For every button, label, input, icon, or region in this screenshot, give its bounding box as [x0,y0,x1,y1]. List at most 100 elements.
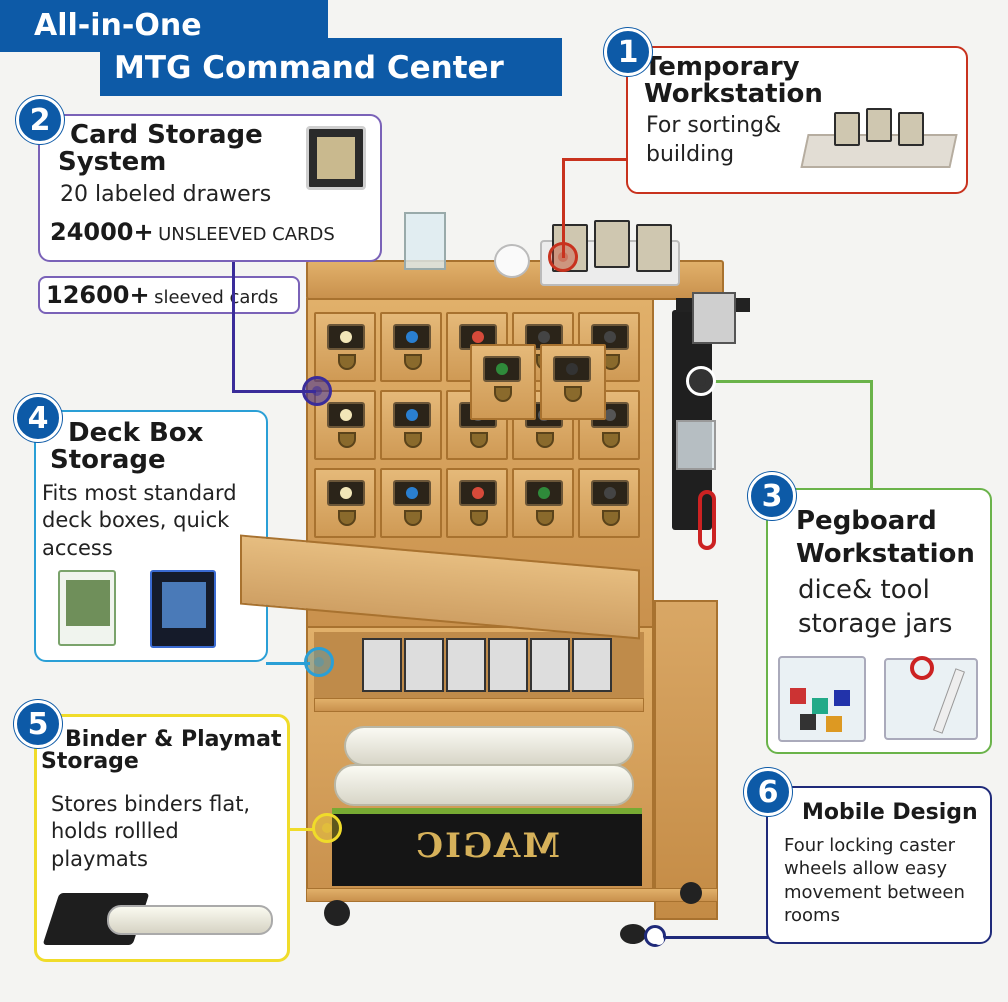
badge-2: 2 [16,96,64,144]
rolled-playmat-image [107,905,273,935]
binder-box-logo: MAGIC [413,826,561,866]
unsleeved-capacity: 24000+ UNSLEEVED CARDS [50,220,335,245]
feature-description: For sorting& building [646,112,781,169]
deck-box [530,638,570,692]
feature-title-line: Workstation [796,538,975,569]
callout-binder-playmat-storage: Binder & Playmat Storage Stores binders … [34,714,290,962]
open-drawer [540,344,606,420]
callout-dot-4 [304,647,334,677]
callout-deck-box-storage: Deck Box Storage Fits most standard deck… [34,410,268,662]
drawer [380,468,442,538]
rolled-playmat [344,726,634,766]
feature-title: Card Storage System [58,122,263,175]
badge-5: 5 [14,700,62,748]
stat-value: 24000+ [50,218,154,246]
feature-title-line: Binder & Playmat [65,727,282,752]
feature-desc-line: Fits most standard [42,481,237,505]
deck-box [404,638,444,692]
badge-6: 6 [744,768,792,816]
feature-desc-line: dice& tool [798,575,930,605]
drawer [446,468,508,538]
feature-title: Binder & Playmat Storage [41,727,282,775]
feature-desc-line: holds rollled [51,819,179,844]
pegboard-cards [692,292,736,344]
sleeved-capacity: 12600+ sleeved cards [46,283,278,308]
feature-title-line: Pegboard [796,506,937,536]
callout-mobile-design: Mobile Design Four locking caster wheels… [766,786,992,944]
dice-jar-image [778,656,866,742]
badge-4: 4 [14,394,62,442]
feature-title-line: Card Storage [70,120,263,150]
feature-description: Fits most standard deck boxes, quick acc… [42,480,237,562]
drawer [314,468,376,538]
badge-3: 3 [748,472,796,520]
connector-line-4 [266,662,310,665]
callout-dot-3 [686,366,716,396]
caster-wheel [324,900,350,926]
connector-line-2 [232,390,316,393]
feature-desc-line: For sorting& [646,113,782,138]
drawer [512,468,574,538]
feature-desc-line: Stores binders flat, [51,792,251,816]
shelf-divider [314,698,644,712]
callout-card-storage: Card Storage System 20 labeled drawers 2… [38,114,382,262]
connector-line-3 [710,380,872,383]
feature-desc-line: Four locking caster [784,835,955,856]
top-card [594,220,630,268]
feature-desc-line: building [646,141,735,167]
sleeved-capacity-box: 12600+ sleeved cards [38,276,300,314]
feature-desc-line: movement between [784,881,965,903]
right-side-panel [654,600,718,920]
callout-dot-1 [548,242,578,272]
feature-title-line: Storage [50,444,166,475]
feature-title-line: Workstation [644,78,823,109]
caster-wheel [620,924,646,944]
deck-box-top [404,212,446,270]
connector-line-1 [562,158,628,161]
feature-desc-line: deck boxes, quick [42,508,230,533]
sorting-tray-image [800,104,958,172]
deck-box [362,638,402,692]
feature-desc-line: storage jars [798,608,953,639]
deck-box [572,638,612,692]
stat-label: sleeved cards [154,287,279,308]
feature-title-line: Storage [41,749,139,775]
drawer [380,312,442,382]
callout-temporary-workstation: Temporary Workstation For sorting& build… [626,46,968,194]
title-banner-line2: MTG Command Center [100,38,562,96]
feature-title: Mobile Design [802,800,978,825]
drawer [314,312,376,382]
tape-roll [494,244,530,278]
feature-description: 20 labeled drawers [60,182,272,207]
scissors-icon [698,490,716,550]
feature-title-line: Temporary [644,52,800,82]
feature-title-line: Deck Box [68,418,204,448]
drawer [578,468,640,538]
feature-title: Temporary Workstation [644,54,823,107]
feature-description: Stores binders flat, holds rollled playm… [51,791,250,873]
feature-desc-line: access [42,535,113,560]
pegboard-jar [676,420,716,470]
binder-box: MAGIC [332,808,642,886]
open-drawer [470,344,536,420]
drawer [380,390,442,460]
deck-box-image-black [150,570,216,648]
feature-description: Four locking caster wheels allow easy mo… [784,834,965,928]
feature-description: dice& tool storage jars [798,574,952,642]
deck-box [446,638,486,692]
stat-value: 12600+ [46,281,150,309]
deck-box [488,638,528,692]
card-deck-image [306,126,366,190]
feature-desc-line: playmats [51,846,148,871]
connector-line-2 [232,262,235,390]
callout-dot-6 [644,925,666,947]
feature-title: Deck Box Storage [50,420,203,473]
feature-desc-line: wheels allow easy [784,858,948,880]
connector-line-1 [562,158,565,258]
cabinet-base [306,888,718,902]
feature-title: Pegboard Workstation [796,508,975,567]
connector-line-6 [656,936,768,939]
cabinet-illustration: MAGIC [240,212,750,944]
callout-dot-5 [312,813,342,843]
connector-line-5 [290,828,314,831]
